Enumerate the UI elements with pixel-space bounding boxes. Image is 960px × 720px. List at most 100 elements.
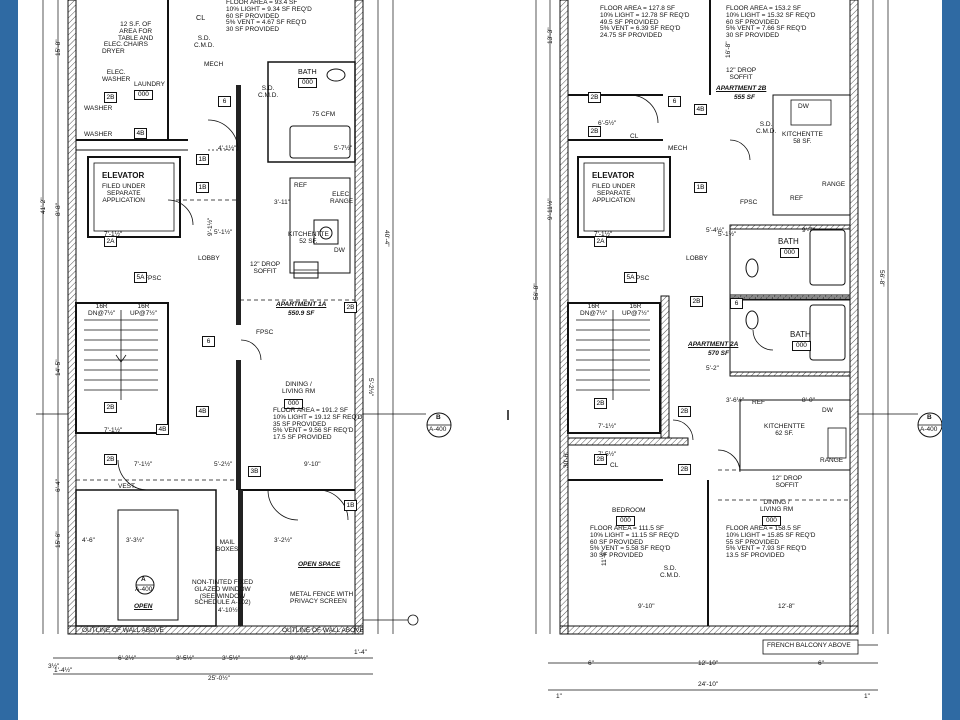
left-plan-walls [36,0,452,675]
elec-dryer-label: ELEC. DRYER [102,41,125,55]
stair-up-label: 16R UP@7½" [130,303,157,317]
room-area-text: FLOOR AREA = 153.2 SF 10% LIGHT = 15.32 … [726,5,816,40]
laundry-number: 000 [134,90,153,100]
dimension-label: 8'-8" [55,203,62,216]
apartment-1a-label: APARTMENT 1A [276,301,327,308]
dimension-label: 1'-4" [354,649,367,656]
open-label: OPEN [134,603,153,610]
mailbox-label: MAIL BOXES [216,539,239,553]
fence-note: METAL FENCE WITH PRIVACY SCREEN [290,591,354,605]
dining-number: 000 [284,399,303,409]
dimension-label: 7'-1½" [104,427,123,434]
bedroom-label: BEDROOM [612,507,646,514]
bath-label: BATH [778,237,799,246]
section-marker-letter: B [927,414,932,421]
section-marker-sheet: A-400 [429,426,447,433]
room-area-text: FLOOR AREA = 127.8 SF 10% LIGHT = 12.78 … [600,5,690,40]
apartment-2b-area: 555 SF [734,94,755,101]
right-plan-walls [507,0,942,691]
dimension-label: 14'-5" [55,359,62,376]
drop-soffit-label-2: 12" DROP SOFFIT [772,475,803,489]
door-tag: 2A [594,236,607,247]
door-tag: 5A [624,272,637,283]
bath-number: 000 [298,78,317,88]
bath-label-2: BATH [790,330,811,339]
ref-label: REF [790,195,803,202]
kitchenette-label-2: KITCHENTTE 62 SF. [764,423,805,437]
dimension-label: 3'-11" [274,199,291,206]
dimension-label: 9'-1½" [207,217,214,236]
dimension-label: 3'-6½" [726,397,745,404]
dimension-label: 12'-10" [698,660,719,667]
door-tag: 1B [196,154,209,165]
smoke-detector-label-2: S.D. C.M.D. [258,85,279,99]
mech-label: MECH [204,61,224,68]
living-area-text: FLOOR AREA = 158.5 SF 10% LIGHT = 15.85 … [726,525,816,560]
door-tag: 2B [594,454,607,465]
dimension-label: 3½" [48,663,60,670]
dimension-label: 8'-0" [802,397,815,404]
dimension-label: 3'-3½" [126,537,145,544]
dimension-label: 4'-1½" [218,145,237,152]
elevator-label: ELEVATOR [592,171,635,180]
door-tag: 2B [588,92,601,103]
overall-width-dimension: 24'-10" [698,681,719,688]
mech-label: MECH [668,145,688,152]
drop-soffit-label: 12" DROP SOFFIT [250,261,281,275]
area-note: 12 S.F. OF AREA FOR TABLE AND CHAIRS [118,21,154,49]
dimension-label: 6" [818,660,824,667]
dining-area-text: FLOOR AREA = 191.2 SF 10% LIGHT = 19.12 … [273,407,363,442]
dimension-label: 9'-11½" [547,198,554,221]
fpsc-label: FPSC [144,275,162,282]
dimension-label: 6'-2½" [118,655,137,662]
dimension-label: 1" [864,693,870,700]
stair-up-label: 16R UP@7½" [622,303,649,317]
door-tag: 3B [248,466,261,477]
elec-washer-label: ELEC. WASHER [102,69,131,83]
dishwasher-label-2: DW [822,407,833,414]
smoke-detector-label: S.D. C.M.D. [756,121,777,135]
dimension-label: 7'-1½" [598,423,617,430]
door-tag: 6 [218,96,231,107]
door-tag: 5A [134,272,147,283]
dimension-label: 7'-1½" [594,231,613,238]
door-tag: 1B [196,182,209,193]
kitchenette-label: KITCHENTTE 52 SF. [288,231,329,245]
door-tag: 2B [678,464,691,475]
door-tag: 2B [678,406,691,417]
dimension-label: 15'-8" [55,39,62,56]
apartment-2b-label: APARTMENT 2B [716,85,767,92]
door-tag: 4B [694,104,707,115]
laundry-label: LAUNDRY [134,81,165,88]
drop-soffit-label: 12" DROP SOFFIT [726,67,757,81]
smoke-detector-label-2: S.D. C.M.D. [660,565,681,579]
dimension-label: 5'-2" [706,365,719,372]
bedroom-number: 000 [616,516,635,526]
section-marker-sheet: A-400 [920,426,938,433]
range-label-2: RANGE [820,457,844,464]
elevator-note: FILED UNDER SEPARATE APPLICATION [102,183,146,204]
dimension-label: 13'-3" [547,27,554,44]
ref-label-2: REF [752,399,765,406]
dimension-label: 4'-6" [82,537,95,544]
door-tag: 2B [594,398,607,409]
lobby-label: LOBBY [686,255,708,262]
dimension-label: 8'-9½" [290,655,309,662]
range-label: RANGE [822,181,846,188]
bath-label: BATH [298,67,317,76]
washer-label: WASHER [84,105,113,112]
dimension-label: 9'-10" [304,461,321,468]
dimension-label: 3'-5½" [222,655,241,662]
drawing-sheet: 12 S.F. OF AREA FOR TABLE AND CHAIRS CL … [18,0,942,720]
living-number: 000 [762,516,781,526]
dimension-label: 56'-8" [533,283,540,300]
balcony-note: FRENCH BALCONY ABOVE [767,642,851,649]
room-area-text: FLOOR AREA = 93.4 SF 10% LIGHT = 9.34 SF… [226,0,312,34]
kitchenette-label: KITCHENTTE 58 SF. [782,131,823,145]
dimension-label: 11'-5" [601,549,608,566]
wall-outline-note-2: OUTLINE OF WALL ABOVE [282,627,364,634]
dimension-label: 7'-5½" [598,451,617,458]
living-label: DINING / LIVING RM [760,499,794,513]
door-tag: 2B [104,402,117,413]
closet-label: CL [630,133,639,140]
